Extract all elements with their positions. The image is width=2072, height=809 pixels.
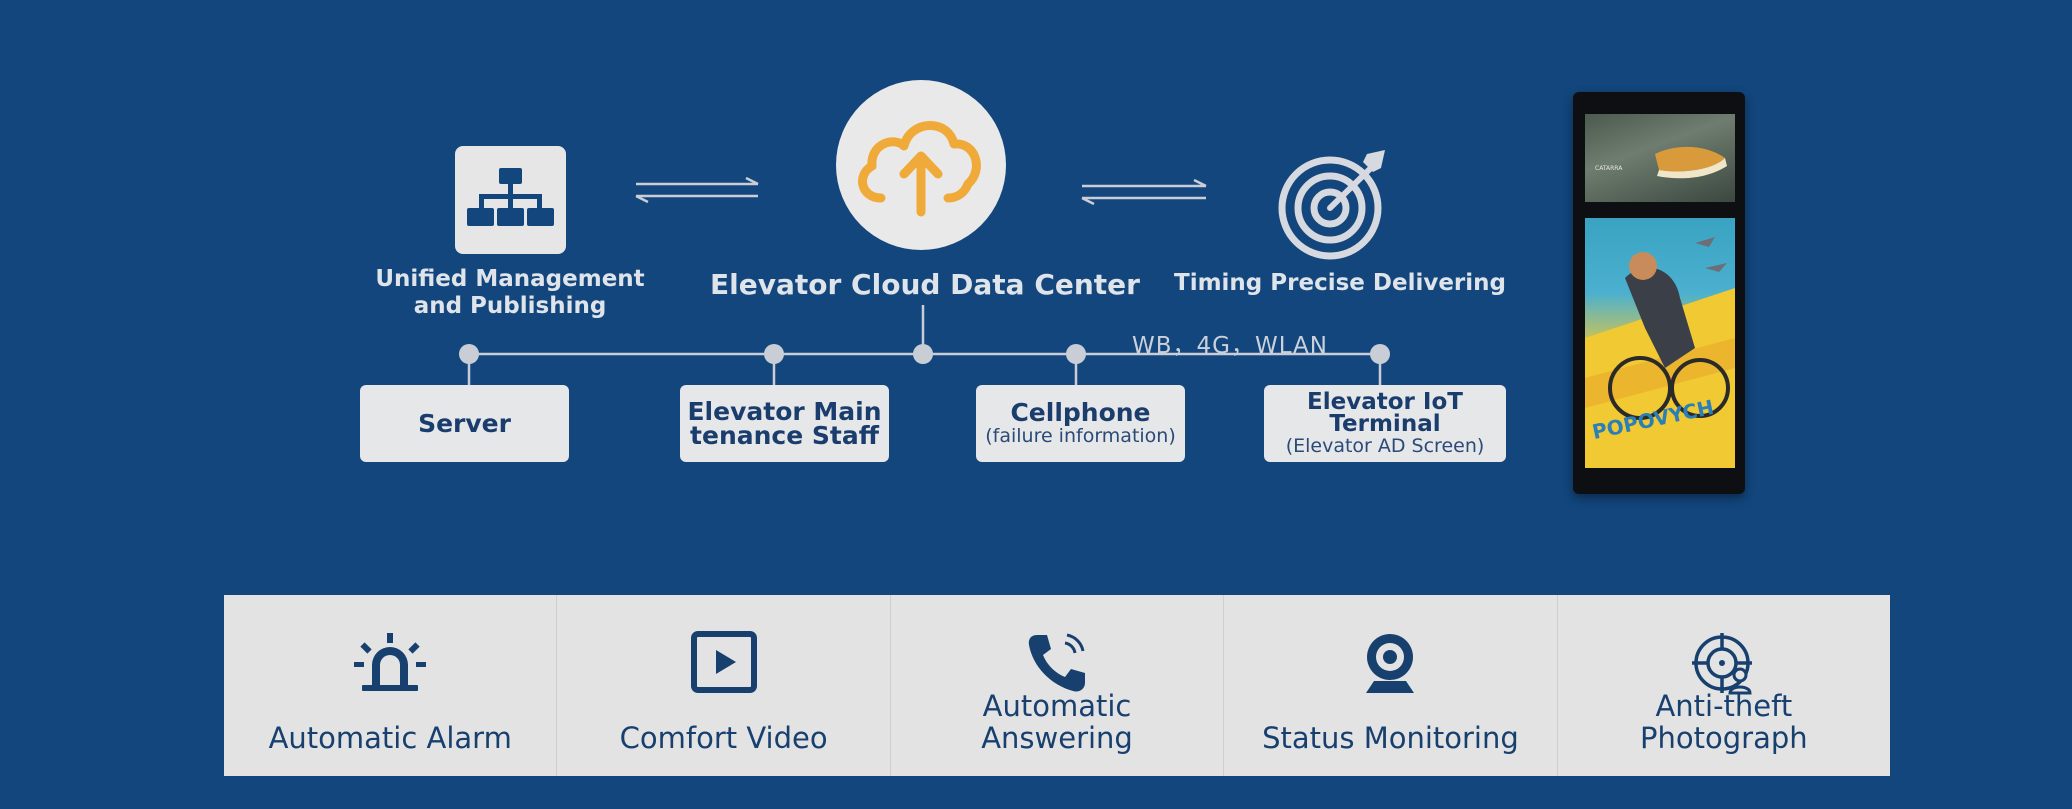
staff-node: Elevator Main tenance Staff xyxy=(680,385,889,462)
exchange-arrow-right-bottom-head xyxy=(1081,196,1095,206)
iot-node-subtitle: (Elevator AD Screen) xyxy=(1285,434,1485,457)
feature-label-line1: Anti-theft xyxy=(1655,689,1793,723)
feature-automatic-alarm: Automatic Alarm xyxy=(224,595,558,776)
iot-node: Elevator IoT Terminal (Elevator AD Scree… xyxy=(1264,385,1506,462)
feature-anti-theft-photograph: Anti-theft Photograph xyxy=(1558,595,1890,776)
bus-node-iot xyxy=(1370,344,1390,364)
alarm-siren-icon xyxy=(354,631,427,695)
webcam-icon xyxy=(1354,631,1426,695)
ad-screen-main-image: POPOVYCH xyxy=(1585,218,1735,468)
cellphone-node-title: Cellphone xyxy=(1010,397,1151,427)
features-panel: Automatic Alarm Comfort Video Automatic … xyxy=(224,595,1890,776)
bus-node-cloud xyxy=(913,344,933,364)
server-node: Server xyxy=(360,385,569,462)
iot-node-title-2: Terminal xyxy=(1329,410,1441,437)
timing-label: Timing Precise Delivering xyxy=(1174,270,1506,296)
crosshair-user-icon xyxy=(1688,631,1760,695)
feature-label-line1: Automatic xyxy=(982,689,1132,723)
feature-label: Comfort Video xyxy=(619,721,828,755)
feature-label: Automatic Alarm xyxy=(268,721,512,755)
cellphone-node: Cellphone (failure information) xyxy=(976,385,1185,462)
exchange-arrow-right-top-head xyxy=(1193,178,1207,188)
feature-label: Automatic Answering xyxy=(891,690,1223,754)
feature-comfort-video: Comfort Video xyxy=(557,595,891,776)
iot-node-title-1: Elevator IoT xyxy=(1307,388,1463,415)
cloud-center-label: Elevator Cloud Data Center xyxy=(710,268,1140,301)
play-video-icon xyxy=(688,631,760,695)
phone-call-icon xyxy=(1021,631,1093,695)
exchange-arrow-left-bottom-head xyxy=(635,194,649,204)
cellphone-node-subtitle: (failure information) xyxy=(985,424,1176,447)
hierarchy-icon xyxy=(455,146,566,254)
feature-automatic-answering: Automatic Answering xyxy=(891,595,1225,776)
management-label: Unified Management and Publishing xyxy=(375,266,645,319)
bus-node-cellphone xyxy=(1066,344,1086,364)
target-icon xyxy=(1275,142,1397,264)
feature-label: Anti-theft Photograph xyxy=(1558,690,1890,754)
ad-screen-top-image: CATARRA xyxy=(1585,114,1735,202)
cloud-upload-icon xyxy=(836,80,1006,250)
exchange-arrow-left-top-head xyxy=(745,176,759,186)
screen-brand-text: CATARRA xyxy=(1595,165,1623,172)
feature-label-line2: Photograph xyxy=(1640,721,1808,755)
feature-status-monitoring: Status Monitoring xyxy=(1224,595,1558,776)
staff-node-title-1: Elevator Main xyxy=(687,396,882,426)
feature-label-line2: Answering xyxy=(981,721,1133,755)
bus-node-staff xyxy=(764,344,784,364)
bus-node-server xyxy=(459,344,479,364)
server-node-title: Server xyxy=(418,408,511,438)
network-label: WB，4G，WLAN xyxy=(1132,333,1328,359)
staff-node-title-2: tenance Staff xyxy=(690,420,879,450)
feature-label: Status Monitoring xyxy=(1262,721,1519,755)
